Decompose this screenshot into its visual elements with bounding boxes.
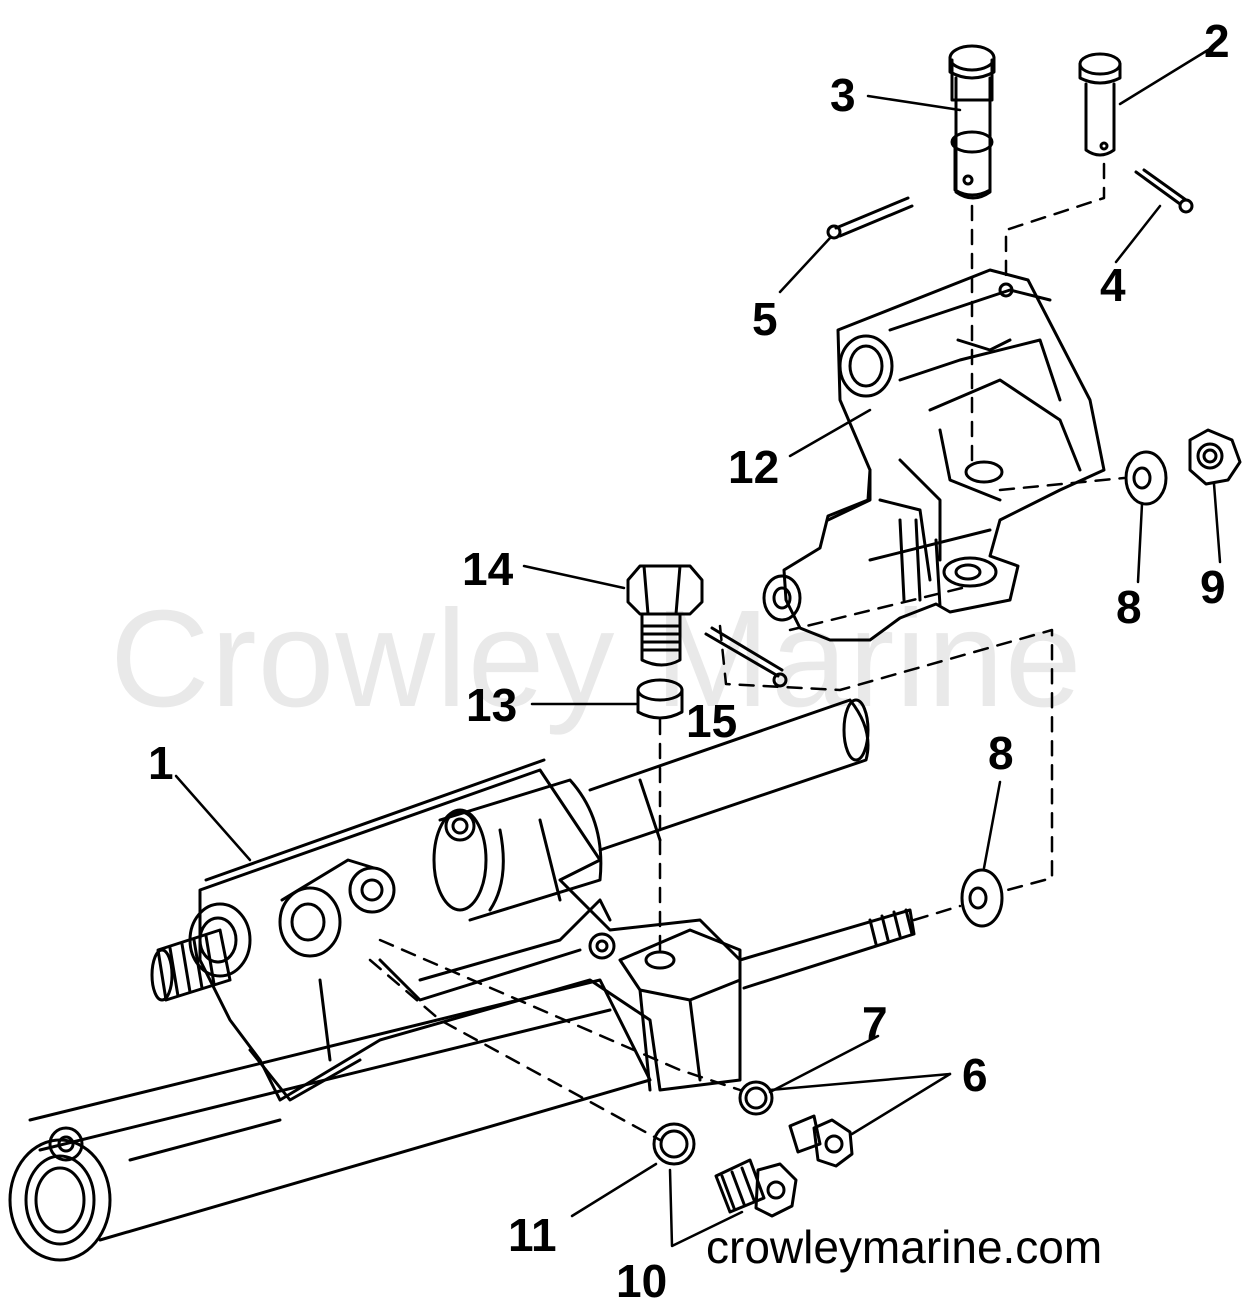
bracket-part-12 [762,268,1106,642]
o-ring-part-11 [652,1122,696,1166]
callout-6: 6 [962,1049,988,1101]
callout-7: 7 [862,997,888,1049]
callout-13: 13 [466,679,518,731]
callout-2: 2 [1204,15,1230,67]
callout-11: 11 [508,1209,557,1261]
callout-3: 4 [1100,259,1126,311]
washer-part-8-lower [960,868,1004,928]
callout-8-lower: 8 [988,727,1014,779]
nut-part-9 [1188,428,1242,486]
callout-15: 15 [686,695,738,747]
callout-1: 1 [148,737,174,789]
cotter-pin-part-3 [1134,168,1194,214]
callout-9: 9 [1200,561,1226,613]
spacer-part-13 [636,678,684,720]
fitting-part-6 [788,1114,854,1168]
callout-4: 3 [830,69,856,121]
cotter-pin-part-15 [704,626,788,688]
pin-part-4 [948,44,996,200]
callout-5: 5 [752,293,778,345]
callout-8-upper: 8 [1116,581,1142,633]
site-url-text: crowleymarine.com [706,1221,1103,1273]
callout-14: 14 [462,543,514,595]
callout-12: 12 [728,441,780,493]
bolt-part-14 [626,564,704,667]
pin-part-2 [1078,52,1122,157]
cotter-pin-part-5 [826,196,914,240]
assembly-lines [368,162,1126,1142]
o-ring-part-7 [738,1080,774,1116]
main-body-part-1 [8,698,916,1262]
washer-part-8-upper [1124,450,1168,506]
callout-10: 10 [616,1255,668,1307]
leader-lines [174,48,1222,1248]
fitting-part-10 [714,1158,798,1218]
